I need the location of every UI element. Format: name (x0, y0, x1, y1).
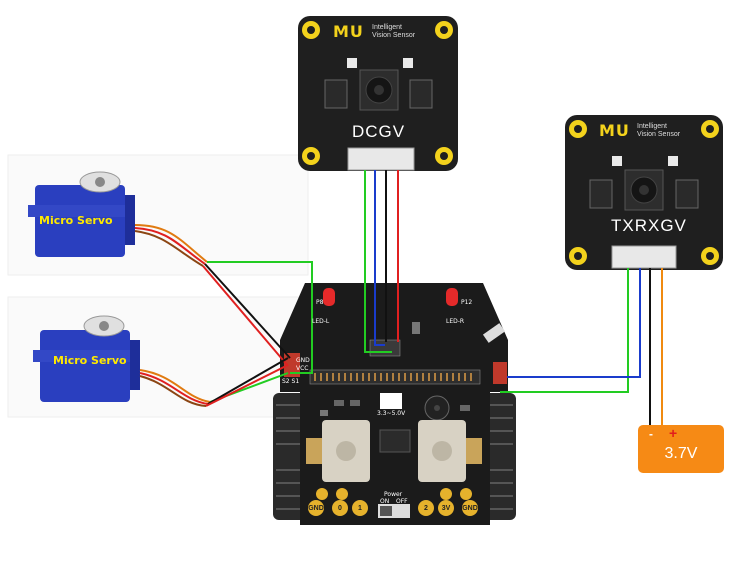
power-on-label: ON (380, 498, 390, 505)
right-sensor-subtitle-2: Vision Sensor (637, 131, 681, 138)
driver-chip (379, 429, 411, 453)
pin-0: 0 (338, 505, 342, 512)
servo-top-label: Micro Servo (39, 214, 113, 227)
servo-top-to-vcc-wire (202, 265, 289, 367)
top-sensor-subtitle-2: Vision Sensor (372, 32, 416, 39)
top-sensor-subtitle-1: Intelligent (372, 24, 402, 31)
led-left-name: LED-L (312, 318, 330, 325)
servo-header-s2s1: S2 S1 (282, 378, 300, 385)
servo-bottom-to-vcc-wire (205, 365, 287, 407)
pin-3v: 3V (441, 505, 451, 512)
servo-top-vcc-wire (134, 227, 206, 265)
battery: - + 3.7V (638, 425, 724, 473)
dcgv-green-wire (364, 170, 392, 353)
led-left (323, 288, 335, 306)
servo-top-gnd-wire (134, 230, 204, 267)
battery-voltage: 3.7V (664, 445, 698, 462)
vision-sensor-right (565, 115, 723, 270)
servo-top-to-gnd-wire (204, 263, 291, 359)
led-left-pin: P8 (316, 299, 324, 306)
servo-top (28, 171, 135, 257)
servo-bottom (33, 315, 140, 402)
vision-sensor-top (298, 16, 458, 171)
pin-1: 1 (358, 505, 362, 512)
led-right-name: LED-R (446, 318, 465, 325)
pin-gnd-left: GND (308, 505, 324, 512)
right-sensor-subtitle-1: Intelligent (637, 123, 667, 130)
led-right (446, 288, 458, 306)
battery-negative-label: - (649, 427, 653, 441)
power-label: Power (384, 491, 403, 498)
power-off-label: OFF (396, 498, 408, 505)
servo-bottom-gnd-wire (139, 375, 207, 407)
robot-car (273, 283, 516, 525)
led-right-pin: P12 (461, 299, 473, 306)
right-sensor-label: TXRXGV (611, 216, 687, 235)
voltage-label: 3.3~5.0V (377, 410, 406, 417)
dcgv-blue-wire (374, 170, 385, 346)
servo-top-to-s1-wire (207, 261, 313, 374)
servo-header-gnd: GND (296, 357, 310, 364)
chip (380, 393, 402, 409)
wires (134, 170, 663, 427)
pin-2: 2 (424, 505, 428, 512)
servo-bottom-label: Micro Servo (53, 354, 127, 367)
battery-positive-label: + (669, 425, 678, 441)
microbit-slot (309, 369, 481, 385)
txrxgv-blue-wire (507, 268, 641, 378)
servo-bottom-vcc-wire (139, 372, 209, 405)
servo-header-vcc: VCC (296, 365, 309, 372)
pin-gnd-right: GND (462, 505, 478, 512)
servo-bottom-signal-wire (139, 369, 211, 403)
sensor-header (493, 362, 507, 384)
servo-top-signal-wire (134, 224, 208, 263)
top-sensor-logo: MU (333, 22, 364, 41)
servo-bottom-to-gnd-wire (207, 357, 289, 405)
right-sensor-logo: MU (599, 121, 630, 140)
top-sensor-label: DCGV (352, 122, 406, 141)
bottom-pins (308, 488, 478, 516)
txrxgv-green-wire (500, 268, 629, 393)
